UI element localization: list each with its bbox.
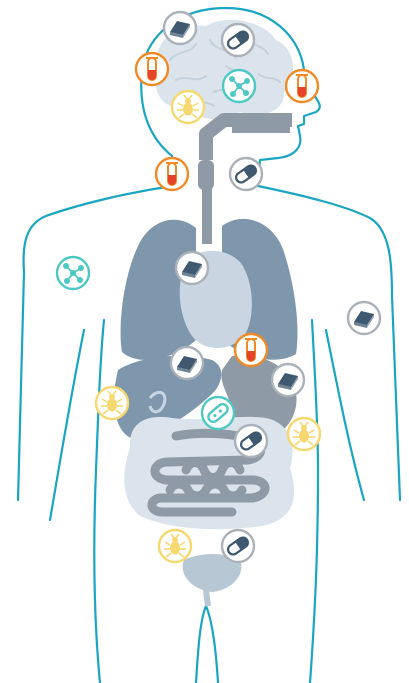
microbe-icon-gut xyxy=(202,397,234,429)
tube-icon-head-right xyxy=(286,70,318,102)
pill-icon-neck xyxy=(230,158,262,190)
tube-icon-neck xyxy=(156,158,188,190)
right-arm-inner-line xyxy=(326,330,364,500)
tube-icon-abdomen xyxy=(235,334,267,366)
bug-icon-head xyxy=(172,91,204,123)
bug-icon-right-side xyxy=(288,418,320,450)
tube-icon-head-left xyxy=(136,53,168,85)
legs-crotch xyxy=(196,606,218,683)
bug-icon-left-side xyxy=(96,387,128,419)
pill-icon-head xyxy=(222,24,254,56)
right-inner-arm xyxy=(310,320,318,683)
bar-icon-lung xyxy=(176,252,208,284)
pill-icon-pelvis xyxy=(222,530,254,562)
bar-icon-stomach xyxy=(272,364,304,396)
molecule-icon-left-arm xyxy=(57,257,89,289)
urethra xyxy=(206,590,208,606)
pill-icon-intestine xyxy=(235,425,267,457)
bar-icon-head-top xyxy=(164,12,196,44)
molecule-icon-head xyxy=(223,70,255,102)
bar-icon-right-arm xyxy=(348,302,380,334)
bug-icon-pelvis xyxy=(159,530,191,562)
left-inner-arm xyxy=(94,320,104,683)
left-arm-inner-line xyxy=(50,330,84,520)
bar-icon-liver xyxy=(171,347,203,379)
